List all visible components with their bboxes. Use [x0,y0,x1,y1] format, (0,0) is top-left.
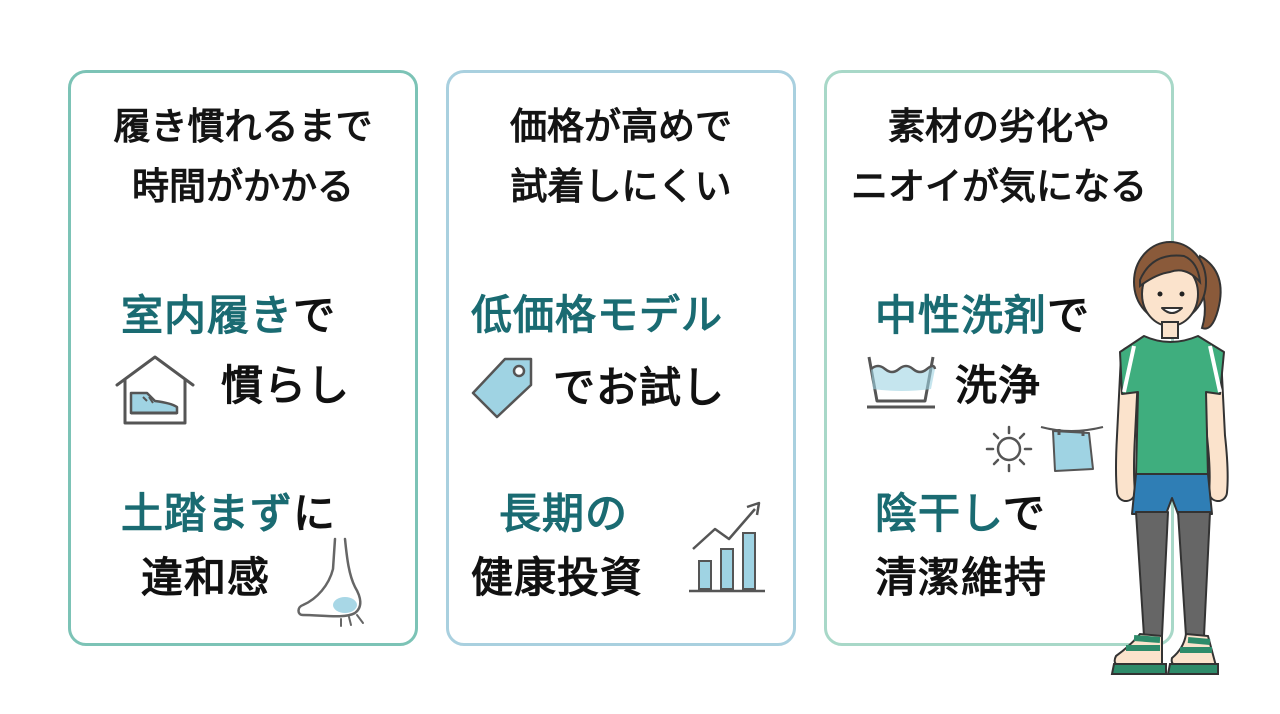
tip1-line-1: 中性洗剤で [875,295,1090,337]
tip1-line-2: 慣らし [221,361,351,410]
tip1-rest: で [1047,291,1091,340]
house-with-shoe-icon [111,351,199,427]
tip1-line-2: 洗浄 [955,361,1042,410]
tip2-line-1: 土踏まずに [121,493,336,535]
wash-basin-icon [863,349,939,411]
card-title: 履き慣れるまで 時間がかかる [71,97,415,217]
card-material-odor: 素材の劣化や ニオイが気になる 中性洗剤で 洗浄 陰干しで 清潔維持 [824,70,1174,646]
card-break-in-time: 履き慣れるまで 時間がかかる 室内履きで 慣らし 土踏まずに 違和感 [68,70,418,646]
growth-chart-icon [685,497,769,595]
sun-drying-icon [977,421,1107,477]
card-title: 素材の劣化や ニオイが気になる [827,97,1171,217]
tip1-line-2: でお試し [553,363,726,412]
card-title: 価格が高めで 試着しにくい [449,97,793,217]
tip2-rest: で [1002,489,1046,538]
tip1-line-1: 低価格モデル [471,295,723,336]
tip1-line-1: 室内履きで [121,295,336,337]
tip2-highlight: 土踏まず [121,489,294,538]
tip2-line-2: 違和感 [141,553,271,602]
tip2-rest: に [293,489,337,538]
tip1-highlight: 室内履き [121,291,294,340]
title-line-1: 素材の劣化や [888,105,1110,148]
title-line-2: 時間がかかる [132,165,354,208]
title-line-2: ニオイが気になる [851,165,1147,208]
card-high-price: 価格が高めで 試着しにくい 低価格モデル でお試し 長期の 健康投資 [446,70,796,646]
title-line-1: 価格が高めで [510,105,732,148]
woman-in-sandals-illustration [1100,236,1250,681]
title-line-1: 履き慣れるまで [113,105,373,148]
tip2-highlight: 長期の [499,489,629,538]
tip2-line-1: 長期の [499,493,628,535]
tip1-highlight: 中性洗剤 [875,291,1048,340]
tip1-highlight: 低価格モデル [471,291,723,339]
foot-arch-icon [293,535,377,627]
title-line-2: 試着しにくい [510,165,732,208]
tip2-highlight: 陰干し [875,489,1003,538]
tip2-line-1: 陰干しで [875,493,1046,535]
price-tag-icon [469,355,535,421]
tip1-rest: で [293,291,337,340]
tip2-line-2: 清潔維持 [875,553,1048,602]
tip2-line-2: 健康投資 [471,553,644,602]
